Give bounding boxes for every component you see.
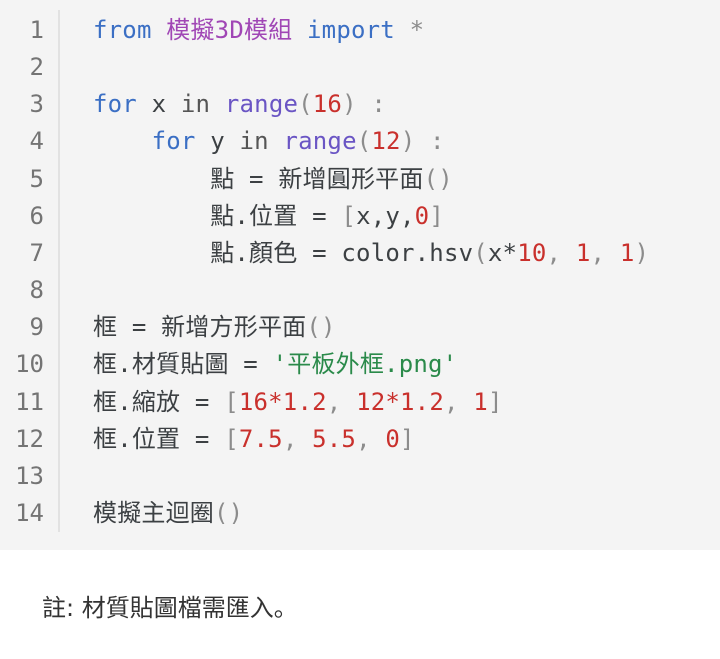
code-token: range <box>283 127 357 156</box>
code-token: 模擬主迴圈 <box>93 498 214 527</box>
code-token: ) <box>634 238 650 267</box>
code-token <box>152 16 167 44</box>
code-token: for <box>93 90 137 119</box>
code-token: '平板外框.png' <box>272 350 458 379</box>
code-token: for <box>151 127 196 156</box>
code-text: 框.縮放 = [16*1.2, 12*1.2, 1] <box>93 384 503 421</box>
line-number: 10 <box>15 350 44 379</box>
code-token: x* <box>487 238 518 267</box>
code-token: from <box>93 16 152 44</box>
line-number: 13 <box>15 461 44 490</box>
line-number: 11 <box>15 387 44 416</box>
code-text: 框.位置 = [7.5, 5.5, 0] <box>93 421 415 458</box>
code-token: ) <box>400 127 416 156</box>
line-number: 1 <box>29 16 44 44</box>
code-token: 12 <box>371 127 401 156</box>
code-token: , <box>546 238 576 267</box>
code-token: in <box>180 90 211 119</box>
code-token: 1 <box>619 238 635 267</box>
code-token: () <box>423 164 453 193</box>
code-token <box>269 127 284 155</box>
code-token: 0 <box>385 424 401 453</box>
line-number: 4 <box>29 127 44 156</box>
code-token <box>210 90 225 118</box>
code-token: 框.材質貼圖 = <box>93 350 273 379</box>
line-number: 6 <box>29 201 44 230</box>
code-token: in <box>239 127 269 156</box>
code-token: () <box>214 498 244 527</box>
code-token: ] <box>400 424 415 453</box>
code-token: import <box>307 16 395 44</box>
code-text: 模擬主迴圈() <box>93 495 243 532</box>
code-token: 點.位置 = <box>210 201 342 230</box>
code-text: 框.材質貼圖 = '平板外框.png' <box>93 346 457 383</box>
code-token: y <box>195 127 240 156</box>
line-number: 12 <box>15 424 44 453</box>
gutter-divider <box>58 10 60 532</box>
code-token: ) <box>342 90 357 119</box>
code-token: , <box>443 387 474 416</box>
code-token: x,y, <box>356 201 415 230</box>
code-token <box>395 16 410 44</box>
code-text: 點.顏色 = color.hsv(x*10, 1, 1) <box>93 235 649 272</box>
code-token: [ <box>341 201 357 230</box>
code-token: : <box>430 127 445 156</box>
line-number: 7 <box>29 238 44 267</box>
note-text: 註: 材質貼圖檔需匯入。 <box>42 594 298 622</box>
code-token: 框.位置 = <box>93 424 225 453</box>
code-token: 7.5 <box>238 424 283 453</box>
code-text: from 模擬3D模組 import * <box>93 12 424 49</box>
code-token: [ <box>224 387 239 416</box>
code-token: 點.顏色 = color.hsv <box>210 238 474 267</box>
code-token: ( <box>298 90 313 119</box>
code-token: ( <box>356 127 372 156</box>
code-token: * <box>409 16 425 44</box>
code-text: for x in range(16) : <box>93 86 386 123</box>
code-token: () <box>306 313 336 342</box>
line-number: 5 <box>29 164 44 193</box>
code-token: ] <box>429 201 444 230</box>
code-text: for y in range(12) : <box>93 123 445 160</box>
code-token: ( <box>473 238 488 267</box>
code-text: 點 = 新增圓形平面() <box>93 161 453 198</box>
code-token: 框.縮放 = <box>93 387 225 416</box>
code-token <box>415 127 430 155</box>
code-token: , <box>282 424 313 453</box>
code-token: x <box>136 90 181 119</box>
code-token: 框 = 新增方形平面 <box>93 313 307 342</box>
code-token: 12*1.2 <box>356 387 444 416</box>
code-token: , <box>356 424 386 453</box>
code-token: 0 <box>414 201 430 230</box>
code-token: 1 <box>575 238 591 267</box>
code-token: ] <box>487 387 503 416</box>
code-token: [ <box>224 424 239 453</box>
code-text: 點.位置 = [x,y,0] <box>93 198 444 235</box>
line-number: 2 <box>29 53 44 82</box>
code-token: 模擬3D模組 <box>166 16 293 44</box>
code-token: 16*1.2 <box>238 387 327 416</box>
code-token: : <box>371 90 387 119</box>
code-token <box>292 16 307 44</box>
code-token: 16 <box>312 90 343 119</box>
code-token: 點 = 新增圓形平面 <box>210 164 424 193</box>
code-token <box>357 90 372 118</box>
line-number: 8 <box>29 276 44 305</box>
line-number: 14 <box>15 498 44 527</box>
code-token: range <box>224 90 299 119</box>
line-number: 3 <box>29 90 44 119</box>
code-token: , <box>326 387 357 416</box>
code-token: 10 <box>517 238 547 267</box>
line-number: 9 <box>29 313 44 342</box>
code-text: 框 = 新增方形平面() <box>93 309 336 346</box>
code-token: 5.5 <box>312 424 357 453</box>
code-token: 1 <box>473 387 488 416</box>
code-token: , <box>590 238 620 267</box>
